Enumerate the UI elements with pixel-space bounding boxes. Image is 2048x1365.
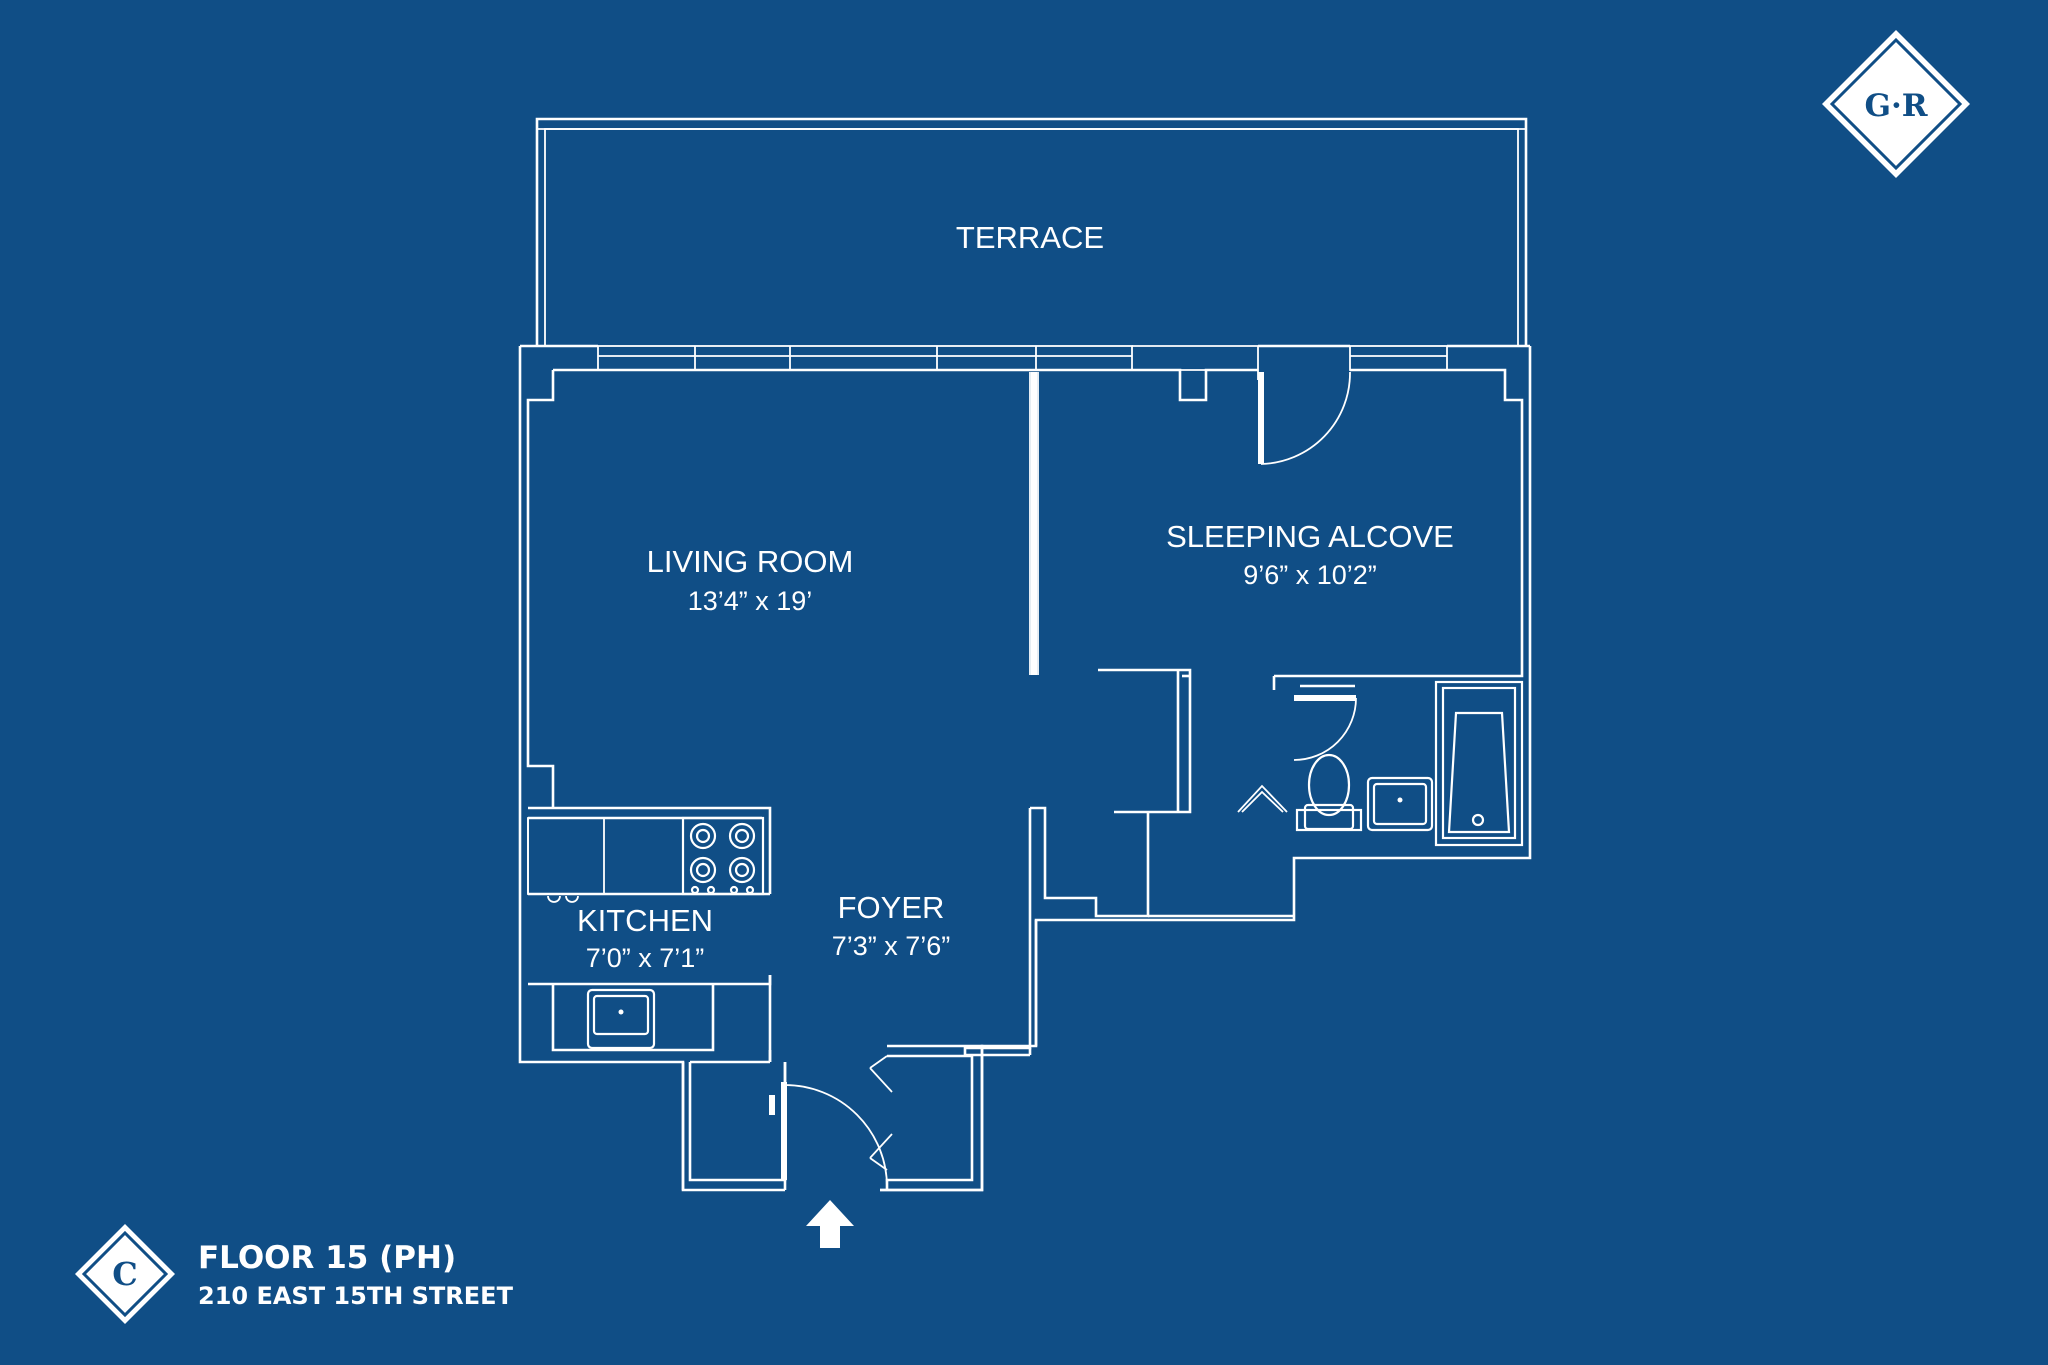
bathtub-icon <box>1434 680 1524 847</box>
foyer-dims: 7’3” x 7’6” <box>832 931 951 961</box>
living-room-label: LIVING ROOM <box>647 544 854 579</box>
address-label: 210 EAST 15TH STREET <box>198 1282 513 1310</box>
interior-walls <box>526 368 1524 1057</box>
kitchen-dims: 7’0” x 7’1” <box>586 943 705 973</box>
floor-label: FLOOR 15 (PH) <box>198 1240 457 1276</box>
terrace-label: TERRACE <box>956 220 1104 255</box>
exterior-walls <box>518 344 1532 1192</box>
sink-icon <box>586 988 656 1050</box>
kitchen <box>527 806 772 1062</box>
toilet-icon <box>1295 753 1363 832</box>
unit-badge: C <box>75 1224 175 1324</box>
stove-icon <box>681 816 765 896</box>
kitchen-label: KITCHEN <box>577 903 713 938</box>
entry-arrow-icon <box>806 1200 854 1248</box>
sleeping-alcove-dims: 9’6” x 10’2” <box>1243 560 1377 590</box>
brand-logo-text: G·R <box>1864 88 1927 124</box>
unit-letter: C <box>112 1255 137 1293</box>
bathroom <box>1237 680 1524 847</box>
sleeping-alcove-label: SLEEPING ALCOVE <box>1166 519 1454 554</box>
door-swing-icon <box>1260 371 1351 465</box>
living-room-dims: 13’4” x 19’ <box>688 586 813 616</box>
terrace <box>535 117 1528 346</box>
foyer <box>681 920 1038 1192</box>
sink-icon <box>1366 776 1434 832</box>
brand-logo: G·R <box>1822 30 1970 178</box>
foyer-label: FOYER <box>838 890 945 925</box>
